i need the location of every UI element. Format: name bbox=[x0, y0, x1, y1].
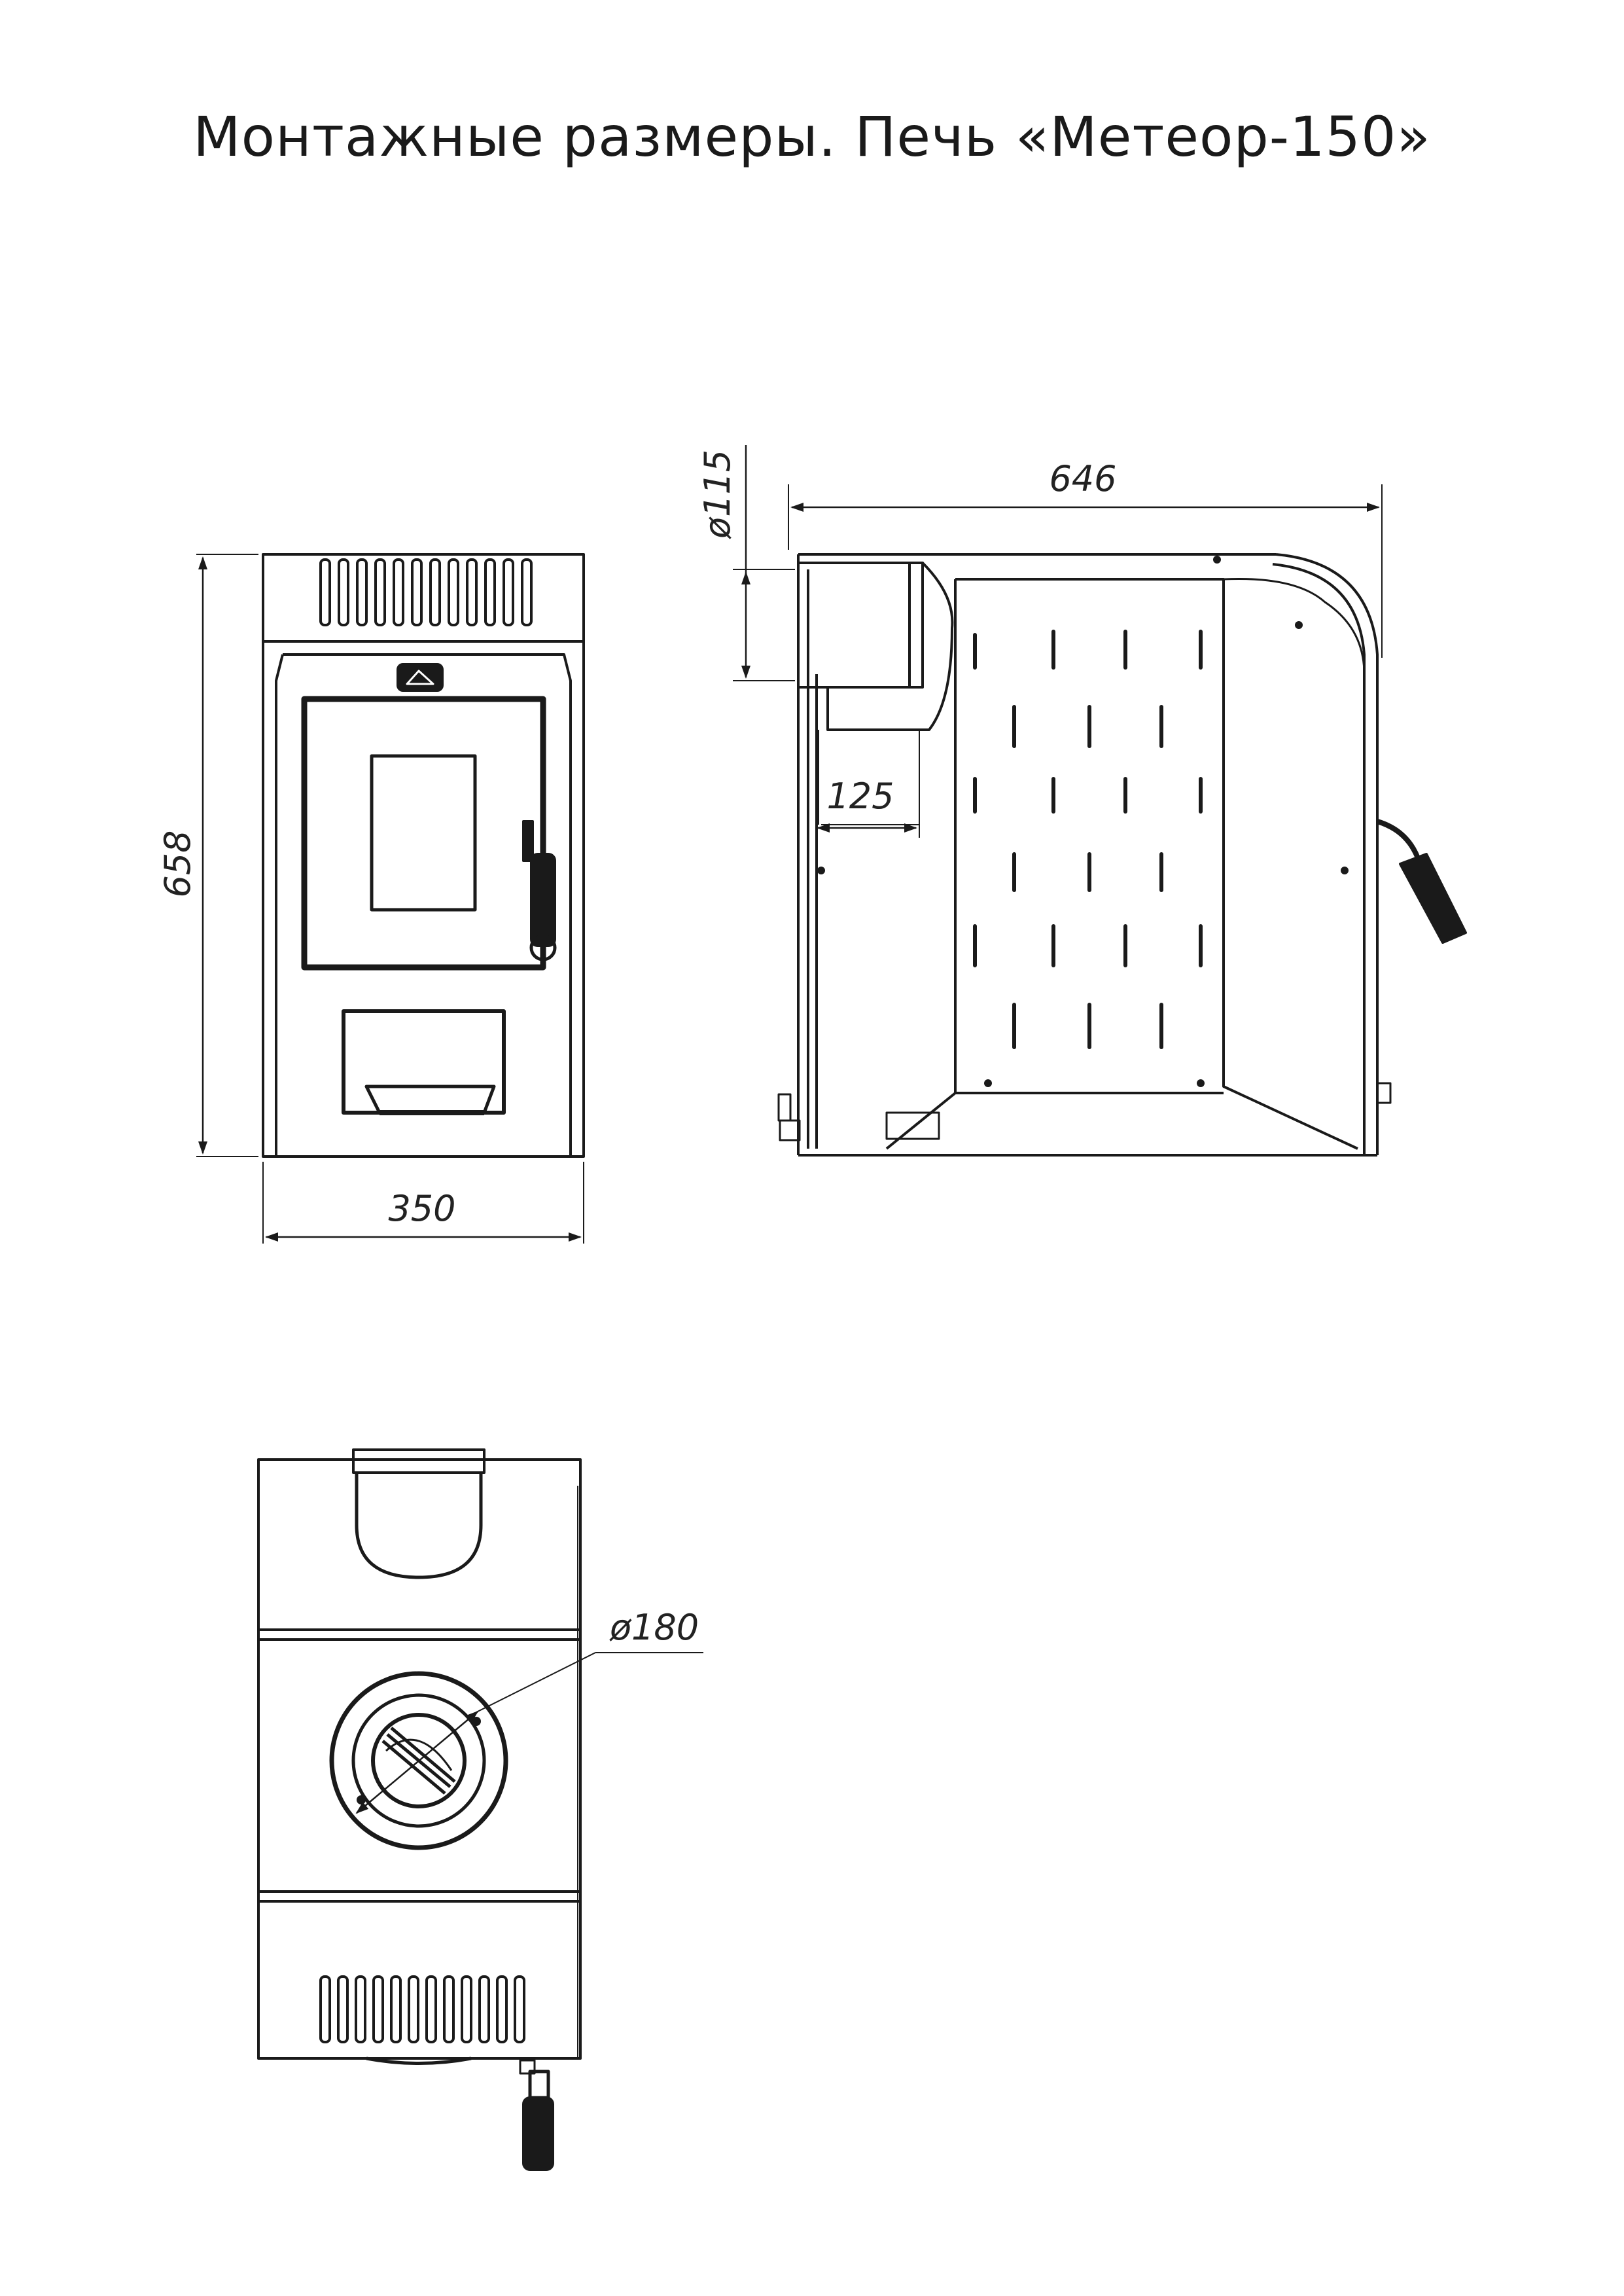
dim-flue-diameter-side: ø115 bbox=[697, 450, 738, 539]
side-view bbox=[733, 445, 1467, 1157]
ash-drawer bbox=[342, 1009, 506, 1115]
logo-badge bbox=[397, 663, 444, 692]
top-view bbox=[257, 1448, 703, 2171]
flue-pipe bbox=[797, 562, 954, 825]
dim-top-flue-diameter: ø180 bbox=[609, 1607, 699, 1648]
top-handle bbox=[519, 2059, 554, 2171]
dim-front-width: 350 bbox=[388, 1188, 455, 1229]
top-vent-slots bbox=[319, 1975, 525, 2043]
side-handle bbox=[1376, 819, 1467, 944]
dim-flue-offset: 125 bbox=[826, 776, 894, 817]
front-view bbox=[196, 553, 585, 1244]
front-door bbox=[301, 696, 546, 971]
door-handle bbox=[522, 820, 557, 961]
side-panel bbox=[885, 578, 1358, 1150]
page-title: Монтажные размеры. Печь «Метеор-150» bbox=[193, 105, 1431, 169]
front-vent-slots bbox=[319, 558, 533, 626]
door-glass bbox=[370, 754, 477, 912]
dim-front-height: 658 bbox=[157, 830, 198, 897]
dim-side-depth: 646 bbox=[1049, 458, 1116, 499]
side-panel-slots bbox=[973, 630, 1203, 1049]
